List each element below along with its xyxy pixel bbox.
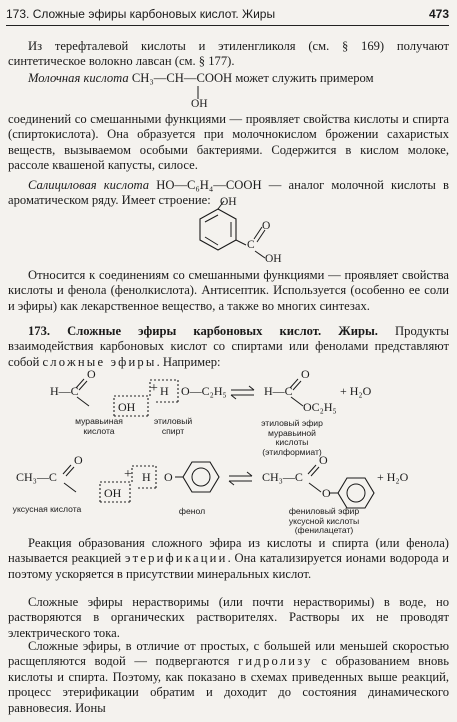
- eq2-product-double-bond: [307, 464, 320, 477]
- eq1-plus-water: + H₂O: [340, 384, 372, 398]
- p4-text-a: Реакция образования сложного эфира из ки…: [8, 536, 449, 566]
- paragraph-lactic-description: соединений со смешанными функциями — про…: [8, 112, 449, 173]
- salicylic-acid-formula: HO—C₆H₄—COOH: [156, 178, 262, 192]
- p4-text-b: . Она катализируется ионами водорода и п…: [8, 551, 449, 581]
- eq1-formic-single-bond: [76, 396, 90, 407]
- salicylic-carbonyl-o: O: [262, 220, 271, 232]
- eq1-alcohol-h: H: [160, 384, 169, 398]
- eq2-phenol-ring: [175, 461, 220, 493]
- running-header: 173. Сложные эфиры карбоновых кислот. Жи…: [6, 6, 449, 23]
- eq2-acetic-double-bond: [62, 464, 75, 477]
- section-heading: 173. Сложные эфиры карбоновых кислот. Жи…: [28, 324, 378, 338]
- term-hydrolysis: гидролизу: [238, 654, 313, 669]
- eq2-plus-water: + H₂O: [377, 470, 409, 484]
- lactic-oh-bond: [197, 86, 199, 99]
- eq2-equilibrium-arrows: [228, 471, 253, 486]
- eq2-acetic-single-bond: [63, 482, 77, 493]
- eq1-label-ethanol: этиловый спирт: [153, 416, 193, 436]
- term-esterification: этерификации: [124, 551, 228, 566]
- eq2-product-ch3c: CH₃—C: [262, 470, 303, 484]
- lactic-oh-label: OH: [191, 98, 208, 110]
- eq1-product-double-bond: [289, 378, 302, 391]
- eq2-product-single-bond: [308, 482, 322, 493]
- salicylic-acid-tail: — аналог молочной кислоты в ароматическо…: [8, 178, 449, 208]
- eq2-label-phenyl-acetate: фениловый эфир уксусной кислоты (фенилац…: [288, 506, 360, 536]
- eq2-label-phenol: фенол: [178, 506, 206, 516]
- p6-text-a: Сложные эфиры, в отличие от простых, с б…: [8, 639, 449, 669]
- paragraph-lavsan: Из терефталевой кислоты и этиленгликоля …: [8, 39, 449, 69]
- paragraph-solubility: Сложные эфиры нерастворимы (или почти не…: [8, 595, 449, 640]
- eq1-product-single-bond: [290, 396, 304, 407]
- eq1-product-o: O: [301, 367, 310, 381]
- eq1-formic-oh: OH: [118, 400, 136, 414]
- eq2-acetic-ch3c: CH₃—C: [16, 470, 57, 484]
- eq1-label-ethyl-formate: этиловый эфир муравьиной кислоты (этилфо…: [261, 418, 323, 457]
- eq1-plus: +: [150, 381, 158, 396]
- eq1-formic-double-bond: [75, 378, 88, 391]
- salicylic-oh-phenol: OH: [220, 196, 237, 208]
- eq2-product-phenyl-ring: [330, 477, 375, 509]
- eq1-elimination-box: [113, 379, 179, 417]
- eq1-equilibrium-arrows: [230, 385, 255, 400]
- eq2-acetic-oh: OH: [104, 486, 122, 500]
- header-rule: [6, 25, 449, 26]
- section-intro-text: Продукты взаимодействия карбоновых кисло…: [8, 324, 449, 369]
- salicylic-acid-structure: [199, 200, 266, 259]
- salicylic-acid-name: Салициловая кислота: [28, 178, 150, 192]
- paragraph-esterification: Реакция образования сложного эфира из ки…: [8, 536, 449, 582]
- lactic-acid-formula: CH₃—CH—COOH: [131, 71, 233, 85]
- section-intro-tail: . Например:: [156, 354, 221, 369]
- paragraph-salicylic-description: Относится к соединениям со смешанными фу…: [8, 268, 449, 313]
- eq2-elimination-box: [99, 465, 157, 503]
- eq1-label-formic-acid: муравьиная кислота: [75, 416, 123, 436]
- eq1-alcohol-oc2h5: O—C₂H₅: [181, 384, 227, 398]
- paragraph-hydrolysis: Сложные эфиры, в отличие от простых, с б…: [8, 639, 449, 716]
- eq1-formic-hc: H—C: [50, 384, 79, 398]
- eq2-phenol-o: O: [164, 470, 173, 484]
- header-section-title: 173. Сложные эфиры карбоновых кислот. Жи…: [6, 7, 276, 21]
- lactic-acid-name: Молочная кислота: [28, 71, 129, 85]
- page-number: 473: [428, 7, 449, 21]
- eq2-acetic-o: O: [74, 453, 83, 467]
- eq2-product-ester-o: O: [322, 486, 331, 500]
- p6-text-b: с образованием вновь кислоты и спирта. П…: [8, 654, 449, 715]
- lactic-acid-line: Молочная кислота CH₃—CH—COOH может служи…: [8, 71, 449, 86]
- eq1-product-hc: H—C: [264, 384, 293, 398]
- eq2-phenol-h: H: [142, 470, 151, 484]
- section-173-intro: 173. Сложные эфиры карбоновых кислот. Жи…: [8, 324, 449, 370]
- lactic-acid-tail: может служить примером: [235, 71, 374, 85]
- term-esters: сложные эфиры: [42, 354, 157, 369]
- eq2-product-o: O: [319, 453, 328, 467]
- eq2-label-acetic-acid: уксусная кислота: [12, 504, 82, 514]
- eq1-formic-o: O: [87, 367, 96, 381]
- eq1-product-oc2h5: OC₂H₅: [303, 400, 337, 414]
- salicylic-carboxyl-oh: OH: [265, 253, 282, 265]
- eq2-plus: +: [124, 467, 132, 482]
- salicylic-acid-line: Салициловая кислота HO—C₆H₄—COOH — анало…: [8, 178, 449, 209]
- salicylic-carboxyl-c: C: [247, 239, 255, 251]
